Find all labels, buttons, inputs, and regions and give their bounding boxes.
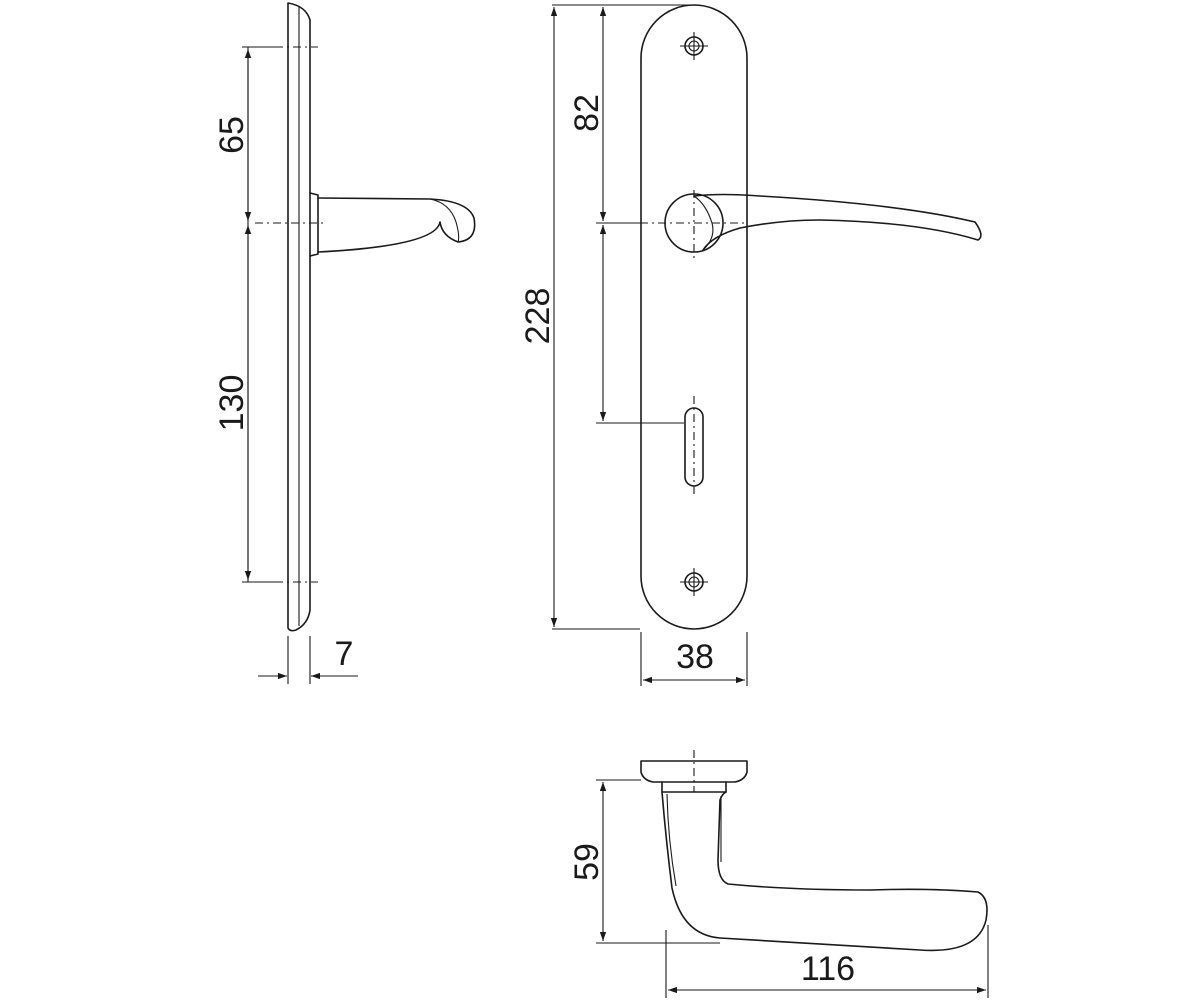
top-lever-neck (661, 781, 727, 793)
side-lever (317, 197, 476, 253)
dim-plate-thickness: 7 (335, 635, 354, 673)
side-rose (309, 192, 319, 257)
dim-front-total: 228 (519, 288, 557, 345)
top-lever (661, 791, 988, 952)
top-screw-icon (680, 32, 708, 60)
dim-side-lower: 130 (213, 375, 251, 432)
front-lever (693, 193, 982, 251)
dim-lever-length: 116 (801, 950, 855, 988)
front-plate (640, 4, 748, 630)
top-rose-plate (640, 760, 748, 783)
dim-plate-width: 38 (676, 638, 714, 676)
dim-side-upper: 65 (213, 116, 251, 154)
front-view: 228 82 38 (519, 4, 982, 686)
bottom-screw-icon (680, 568, 708, 596)
dim-front-upper: 82 (568, 94, 606, 132)
top-view: 59 116 (568, 750, 989, 998)
dim-projection: 59 (568, 843, 606, 881)
side-view: 65 130 7 (213, 2, 476, 684)
side-plate-outline (287, 2, 311, 632)
